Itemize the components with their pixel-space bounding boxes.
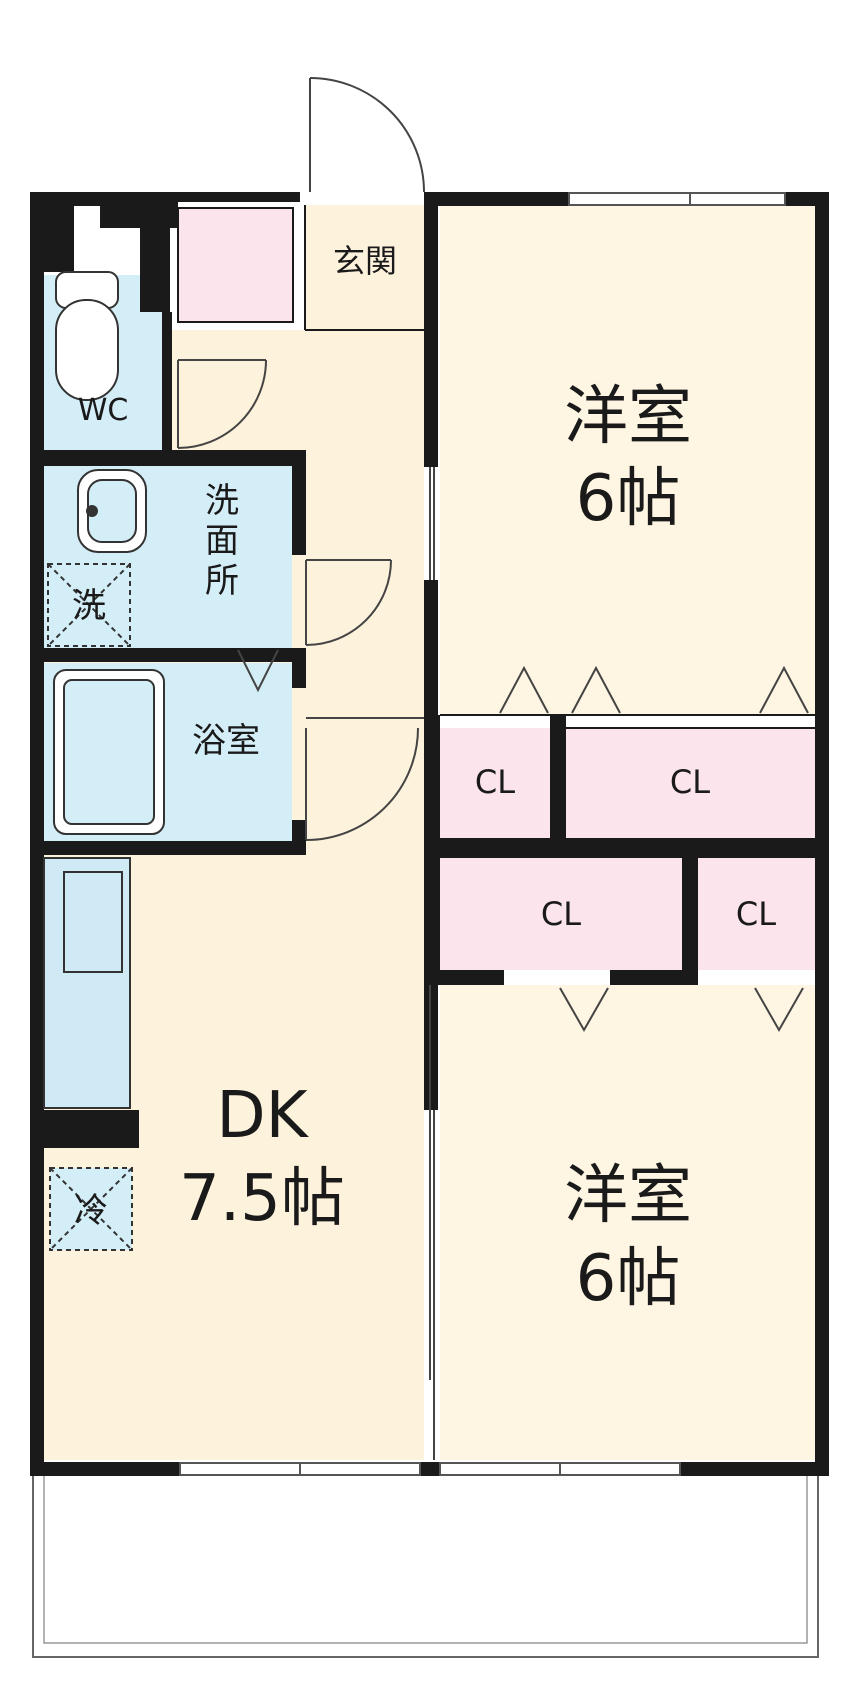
youshitsu-top-floor xyxy=(440,205,815,715)
kitchen-sink xyxy=(63,871,123,973)
youshitsu-bottom-floor xyxy=(440,985,815,1460)
dk-size: 7.5帖 xyxy=(179,1162,345,1236)
closet-3-label: CL xyxy=(541,895,581,933)
thin-lines xyxy=(304,205,815,729)
reizoko-label: 冷 xyxy=(74,1191,108,1231)
closet-3-floor xyxy=(440,858,682,970)
senmenjo-label-3: 所 xyxy=(205,561,239,601)
senmenjo-label-1: 洗 xyxy=(205,481,239,521)
youshitsu-bottom-size: 6帖 xyxy=(576,1242,681,1316)
closet-4-label: CL xyxy=(736,895,776,933)
senmenjo-label-2: 面 xyxy=(205,521,239,561)
closet-1-label: CL xyxy=(475,763,515,801)
toilet-bowl xyxy=(55,299,119,401)
balcony xyxy=(32,1474,819,1658)
youshitsu-bottom-name: 洋室 xyxy=(564,1159,692,1233)
closet-1-floor xyxy=(440,728,550,838)
doors xyxy=(177,77,809,1460)
dk-name: DK xyxy=(216,1079,309,1153)
walls xyxy=(30,192,829,1476)
labels: 玄関 WC 洗 面 所 洗 浴室 洋室 6帖 CL CL CL CL DK 7.… xyxy=(72,242,776,1316)
genkan-floor xyxy=(305,205,424,330)
yokushitsu-label: 浴室 xyxy=(192,721,260,761)
genkan-label: 玄関 xyxy=(333,242,397,280)
youshitsu-top-name: 洋室 xyxy=(564,380,692,454)
youshitsu-top-size: 6帖 xyxy=(576,462,681,536)
shoe-cupboard xyxy=(177,207,294,323)
closet-4-floor xyxy=(698,858,815,970)
windows xyxy=(179,192,786,1476)
fixtures xyxy=(43,271,165,1251)
wc-label: WC xyxy=(78,393,129,428)
closet-2-floor xyxy=(566,728,815,838)
closet-2-label: CL xyxy=(670,763,710,801)
sentaku-label: 洗 xyxy=(72,586,106,626)
